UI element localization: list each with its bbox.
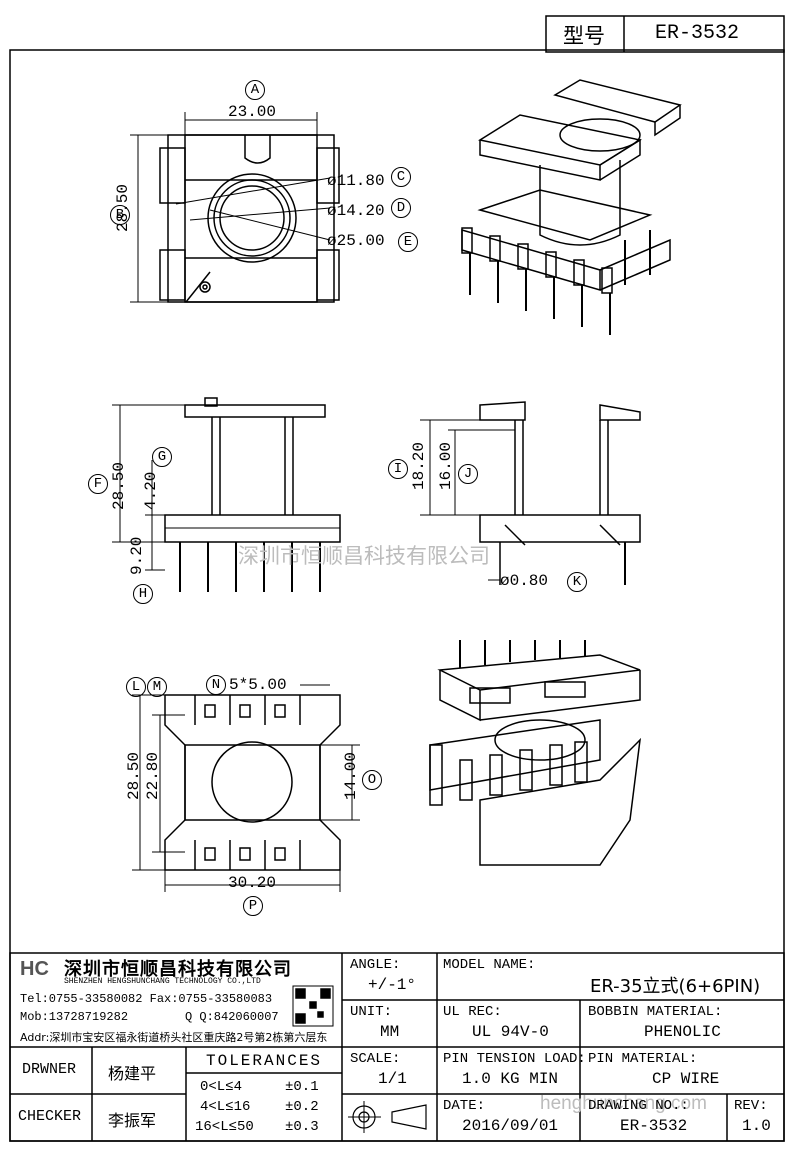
dim-c-label: C [391, 167, 411, 187]
date-label: DATE: [443, 1098, 486, 1114]
tolerance-3-range: 16<L≤50 [195, 1119, 254, 1135]
dim-e-value: ø25.00 [327, 232, 385, 250]
unit-label: UNIT: [350, 1004, 393, 1020]
dim-j-label: J [458, 464, 478, 484]
pin-material-label: PIN MATERIAL: [588, 1051, 698, 1067]
dim-k-label: K [567, 572, 587, 592]
pin-material-value: CP WIRE [652, 1070, 720, 1088]
drawing-no-value: ER-3532 [620, 1117, 688, 1135]
dim-a-value: 23.00 [228, 103, 277, 121]
side-view [420, 401, 641, 585]
company-qq: Q Q:842060007 [185, 1010, 279, 1024]
dim-d-value: ø14.20 [327, 202, 385, 220]
angle-value: +/-1° [368, 976, 417, 994]
company-mob: Mob:13728719282 [20, 1010, 129, 1024]
dim-f-label: F [88, 474, 108, 494]
top-view [130, 112, 340, 303]
company-addr: Addr:深圳市宝安区福永街道桥头社区重庆路2号第2栋第六层东 [20, 1031, 328, 1044]
date-value: 2016/09/01 [462, 1117, 559, 1135]
pin-tension-value: 1.0 KG MIN [462, 1070, 559, 1088]
tolerance-1-value: ±0.1 [285, 1079, 319, 1095]
dim-i-label: I [388, 459, 408, 479]
unit-value: MM [380, 1023, 400, 1041]
dim-n-value: 5*5.00 [229, 676, 287, 694]
iso-view-bottom [429, 640, 642, 866]
dim-k-value: ø0.80 [500, 572, 549, 590]
rev-value: 1.0 [742, 1117, 771, 1135]
dim-l-label: L [126, 677, 146, 697]
model-label: 型号 [563, 24, 605, 48]
company-logo: HC [20, 958, 49, 980]
dim-e-label: E [398, 232, 418, 252]
dim-a-label: A [245, 80, 265, 100]
pin-tension-label: PIN TENSION LOAD: [443, 1051, 586, 1067]
dim-b-value: 28.50 [114, 183, 132, 232]
ul-label: UL REC: [443, 1004, 502, 1020]
dim-l-value: 28.50 [125, 751, 143, 800]
tolerance-3-value: ±0.3 [285, 1119, 319, 1135]
drawner-value: 杨建平 [108, 1064, 157, 1083]
dim-j-value: 16.00 [437, 441, 455, 490]
title-block-grid [9, 952, 785, 1142]
ul-value: UL 94V-0 [472, 1023, 549, 1041]
dim-g-value: 4.20 [142, 471, 160, 510]
bottom-view [132, 684, 360, 892]
drawner-label: DRWNER [22, 1061, 77, 1078]
bobbin-value: PHENOLIC [644, 1023, 721, 1041]
model-value: ER-3532 [655, 22, 740, 45]
checker-value: 李振军 [108, 1111, 157, 1130]
bobbin-label: BOBBIN MATERIAL: [588, 1004, 723, 1020]
angle-label: ANGLE: [350, 957, 401, 973]
dim-h-label: H [133, 584, 153, 604]
model-name-value: ER-35立式(6+6PIN) [590, 976, 761, 997]
dim-h-value: 9.20 [128, 536, 146, 575]
front-view [112, 397, 341, 592]
dim-g-label: G [152, 447, 172, 467]
dim-o-label: O [362, 770, 382, 790]
tolerance-1-range: 0<L≤4 [200, 1079, 243, 1095]
tolerances-title: TOLERANCES [206, 1052, 323, 1070]
dim-m-value: 22.80 [144, 751, 162, 800]
watermark-bottom: henghunchang.com [540, 1093, 707, 1114]
scale-value: 1/1 [378, 1070, 407, 1088]
scale-label: SCALE: [350, 1051, 401, 1067]
company-name-en: SHENZHEN HENGSHUNCHANG TECHNOLOGY CO.,LT… [64, 977, 261, 986]
drawing-no-label: DRAWING NO.: [588, 1098, 689, 1114]
dim-p-label: P [243, 896, 263, 916]
rev-label: REV: [734, 1098, 768, 1114]
dim-f-value: 28.50 [110, 461, 128, 510]
dim-m-label: M [147, 677, 167, 697]
tolerance-2-value: ±0.2 [285, 1099, 319, 1115]
dim-p-value: 30.20 [228, 874, 277, 892]
model-name-label: MODEL NAME: [443, 957, 536, 973]
iso-view-top [461, 79, 682, 335]
dim-i-value: 18.20 [410, 441, 428, 490]
dim-c-value: ø11.80 [327, 172, 385, 190]
dim-o-value: 14.00 [342, 751, 360, 800]
company-tel: Tel:0755-33580082 Fax:0755-33580083 [20, 992, 273, 1006]
tolerance-2-range: 4<L≤16 [200, 1099, 251, 1115]
checker-label: CHECKER [18, 1108, 82, 1125]
dim-d-label: D [391, 198, 411, 218]
company-name-cn: 深圳市恒顺昌科技有限公司 [64, 959, 292, 980]
dim-b-label: B [110, 205, 130, 225]
watermark-center: 深圳市恒顺昌科技有限公司 [238, 544, 490, 568]
dim-n-label: N [206, 675, 226, 695]
